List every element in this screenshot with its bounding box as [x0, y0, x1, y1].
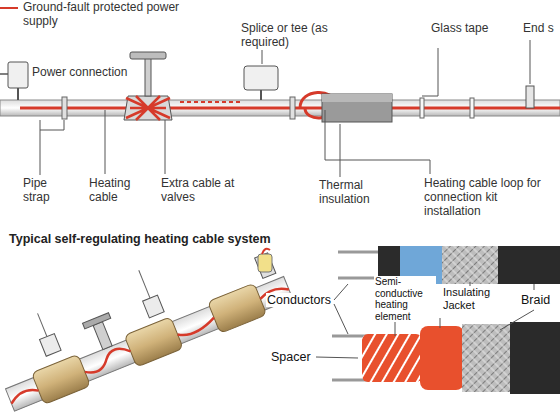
callout-label: Extra cable at valves — [160, 177, 252, 205]
callout-label: Power connection — [31, 66, 128, 80]
part-label: Spacer — [270, 350, 312, 364]
figure-caption: Typical self-regulating heating cable sy… — [8, 232, 272, 246]
part-label: Conductors — [266, 293, 332, 307]
callout-label: Ground-fault protected power supply — [22, 1, 184, 29]
part-label: Insulating Jacket — [442, 286, 502, 311]
callout-label: End s — [522, 22, 555, 36]
part-label: Braid — [520, 293, 551, 307]
callout-label: Thermal insulation — [318, 179, 390, 207]
callout-label: Glass tape — [430, 22, 489, 36]
callout-label: Splice or tee (as required) — [240, 22, 332, 50]
callout-label: Pipe strap — [22, 177, 64, 205]
part-label: Semi-conductive heating element — [374, 276, 436, 322]
callout-label: Heating cable — [88, 177, 145, 205]
callout-label: Heating cable loop for connection kit in… — [423, 177, 557, 218]
